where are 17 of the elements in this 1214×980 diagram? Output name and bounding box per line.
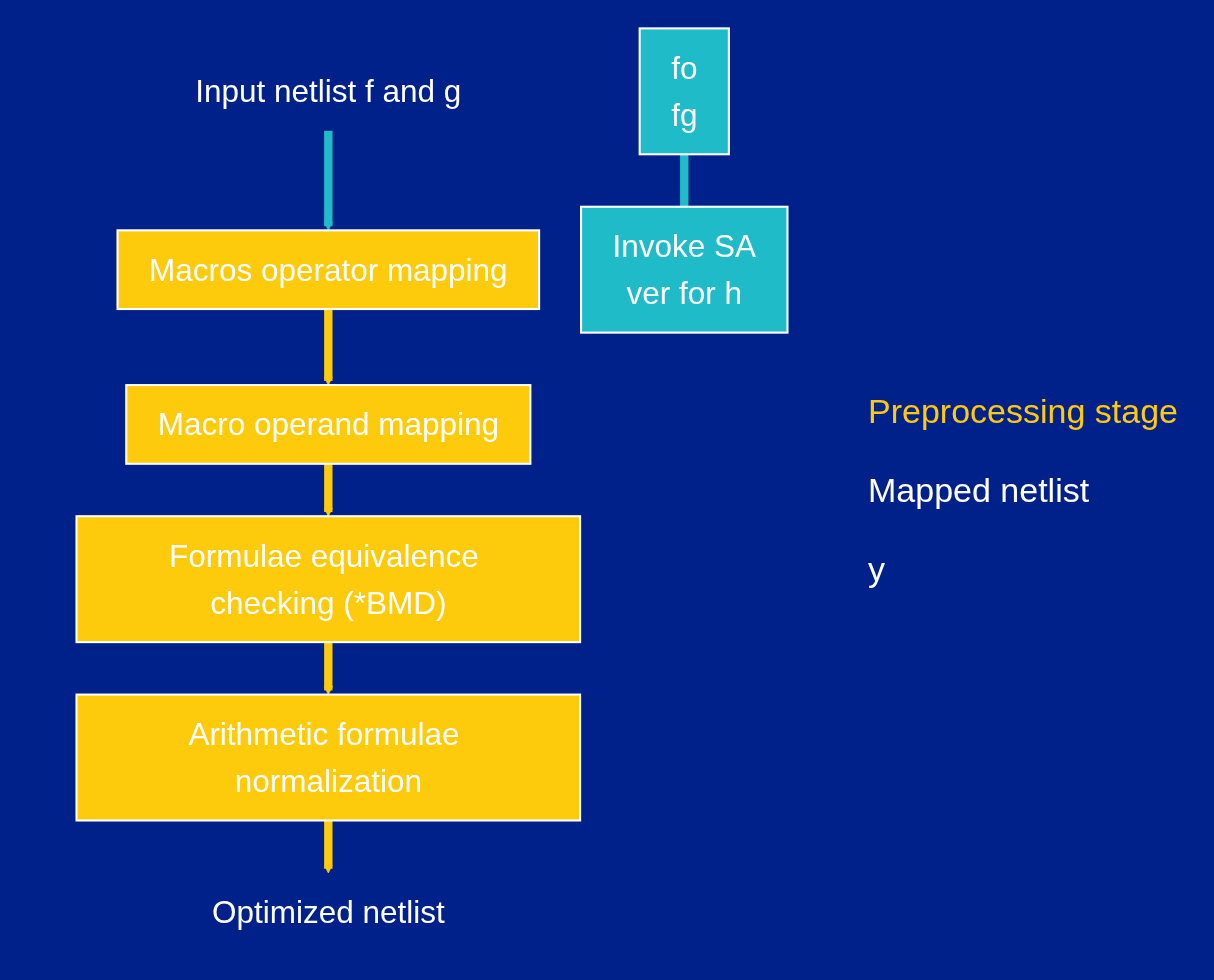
arrow	[323, 309, 333, 386]
node-box: Invoke SA ver for h	[580, 205, 789, 334]
arrow	[323, 130, 333, 231]
stage-label: Preprocessing stage	[868, 391, 1179, 431]
arrow	[323, 820, 333, 874]
arrow	[323, 463, 333, 517]
node-box: fo fg	[638, 27, 730, 156]
arrow	[323, 642, 333, 695]
node-text: Optimized netlist	[211, 894, 445, 930]
node-box: Arithmetic formulae normalization	[75, 693, 582, 822]
node-box: Macros operator mapping	[116, 229, 541, 311]
note-label: y	[868, 549, 886, 589]
node-box: Formulae equivalence checking (*BMD)	[75, 515, 582, 644]
node-text: Input netlist f and g	[195, 74, 462, 109]
note-label: Mapped netlist	[868, 470, 1091, 510]
connector	[680, 154, 689, 207]
node-box: Macro operand mapping	[125, 384, 532, 465]
